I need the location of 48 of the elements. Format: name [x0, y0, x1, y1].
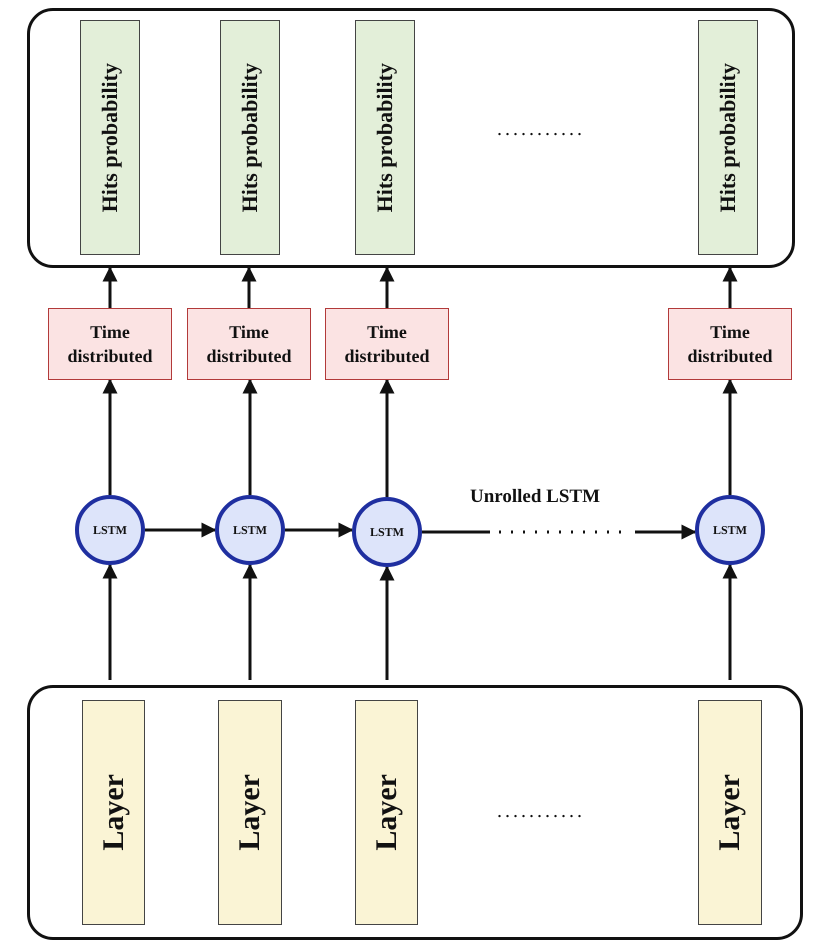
diagram-label: Unrolled LSTM — [470, 486, 600, 508]
arrow — [242, 378, 258, 495]
dense-layer-box — [668, 308, 792, 380]
node-label: Time distributed — [343, 320, 431, 368]
output-box — [80, 20, 140, 255]
input-layer-box — [218, 700, 282, 925]
arrow — [102, 564, 118, 680]
arrow — [722, 378, 738, 495]
node-label: Layer — [370, 774, 404, 851]
node-label: Layer — [96, 774, 130, 851]
input-layer-box — [82, 700, 145, 925]
arrow — [722, 266, 738, 308]
arrow — [242, 266, 256, 308]
node-label: Hits probability — [237, 62, 263, 212]
node-label: Time distributed — [686, 320, 774, 368]
node-label: Time distributed — [66, 320, 154, 368]
node-label: Layer — [233, 774, 267, 851]
arrow — [380, 266, 394, 308]
node-label: Time distributed — [205, 320, 293, 368]
dense-layer-box — [48, 308, 172, 380]
output-box — [698, 20, 758, 255]
node-label: LSTM — [370, 524, 404, 540]
arrow — [242, 564, 258, 680]
arrow — [285, 522, 354, 538]
output-panel — [27, 8, 795, 268]
arrow — [145, 522, 216, 538]
ellipsis-dots: ........... — [497, 118, 585, 141]
node-label: LSTM — [232, 522, 267, 538]
output-box — [355, 20, 415, 255]
input-panel — [27, 685, 803, 940]
input-layer-box — [355, 700, 418, 925]
node-label: LSTM — [712, 522, 747, 538]
node-label: LSTM — [92, 522, 127, 538]
arrow — [422, 524, 696, 540]
node-label: Hits probability — [97, 62, 123, 212]
arrow — [102, 378, 118, 495]
arrow — [102, 266, 118, 308]
arrow — [380, 566, 394, 680]
dense-layer-box — [187, 308, 311, 380]
arrow — [380, 378, 394, 497]
node-label: Hits probability — [715, 62, 741, 212]
node-label: Hits probability — [372, 62, 398, 212]
arrow — [722, 564, 738, 680]
output-box — [220, 20, 280, 255]
dense-layer-box — [325, 308, 449, 380]
ellipsis-dots: ........... — [497, 800, 585, 823]
input-layer-box — [698, 700, 762, 925]
node-label: Layer — [713, 774, 747, 851]
